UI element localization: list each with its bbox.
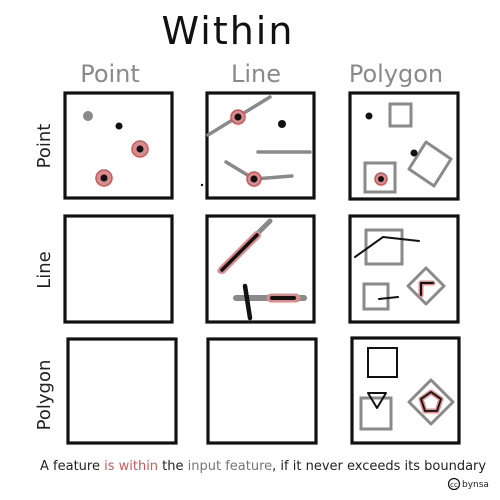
cell-point-within-line bbox=[200, 91, 316, 200]
crossing-line bbox=[354, 236, 420, 258]
stray-mark bbox=[200, 183, 204, 187]
crossing-polygon bbox=[367, 392, 387, 409]
within-point bbox=[250, 175, 258, 183]
cell-point-within-polygon bbox=[348, 91, 460, 201]
input-polygon bbox=[407, 378, 455, 426]
input-polygon bbox=[359, 396, 393, 431]
input-polygon bbox=[363, 161, 397, 194]
feature-point bbox=[115, 122, 123, 130]
cell-polygon-within-line bbox=[206, 337, 318, 445]
cc-icon bbox=[447, 477, 461, 491]
within-point bbox=[100, 174, 108, 182]
row-header-point: Point bbox=[34, 124, 55, 169]
cell-frame bbox=[63, 91, 174, 200]
row-header-line: Line bbox=[34, 251, 55, 289]
within-line bbox=[220, 233, 259, 272]
cell-polygon-within-polygon bbox=[350, 336, 461, 445]
input-polygon bbox=[362, 282, 390, 311]
crossing-line bbox=[242, 283, 253, 321]
caption: A feature is within the input feature, i… bbox=[40, 459, 486, 474]
column-header-point: Point bbox=[80, 60, 140, 88]
within-point bbox=[378, 176, 384, 182]
within-point bbox=[136, 145, 144, 153]
caption-part: A feature bbox=[40, 459, 104, 474]
within-point bbox=[234, 113, 242, 121]
cell-frame bbox=[66, 337, 178, 445]
caption-part: the bbox=[158, 459, 188, 474]
crossing-line bbox=[378, 296, 399, 300]
column-header-polygon: Polygon bbox=[349, 60, 443, 88]
caption-is-within: is within bbox=[104, 459, 158, 474]
column-header-line: Line bbox=[231, 60, 281, 88]
caption-input-feature: input feature bbox=[188, 459, 273, 474]
input-polygon bbox=[364, 228, 404, 266]
input-polygon bbox=[406, 266, 446, 306]
input-polygon bbox=[407, 140, 453, 188]
cell-frame bbox=[206, 337, 318, 445]
cell-line-within-polygon bbox=[348, 214, 460, 324]
license-credit: cc bynsa bbox=[447, 477, 489, 491]
cell-point-within-point bbox=[63, 91, 174, 200]
feature-point bbox=[410, 149, 418, 157]
input-point bbox=[83, 111, 93, 121]
cell-line-within-point bbox=[63, 214, 174, 324]
within-polygon bbox=[420, 391, 442, 412]
cell-frame bbox=[348, 91, 460, 201]
caption-part: , if it never exceeds its boundary bbox=[272, 459, 486, 474]
cell-frame bbox=[63, 214, 174, 324]
feature-point bbox=[278, 120, 286, 128]
cell-polygon-within-point bbox=[66, 337, 178, 445]
cc-icon-mark: cc bbox=[450, 481, 458, 489]
row-header-polygon: Polygon bbox=[34, 360, 55, 431]
diagram-title: Within bbox=[162, 9, 295, 53]
cell-line-within-line bbox=[205, 214, 316, 324]
feature-polygon bbox=[367, 347, 398, 378]
cell-frame bbox=[348, 214, 460, 324]
credit-text: bynsa bbox=[462, 480, 489, 490]
within-line bbox=[420, 282, 434, 296]
feature-point bbox=[365, 112, 373, 120]
input-polygon bbox=[388, 102, 413, 128]
